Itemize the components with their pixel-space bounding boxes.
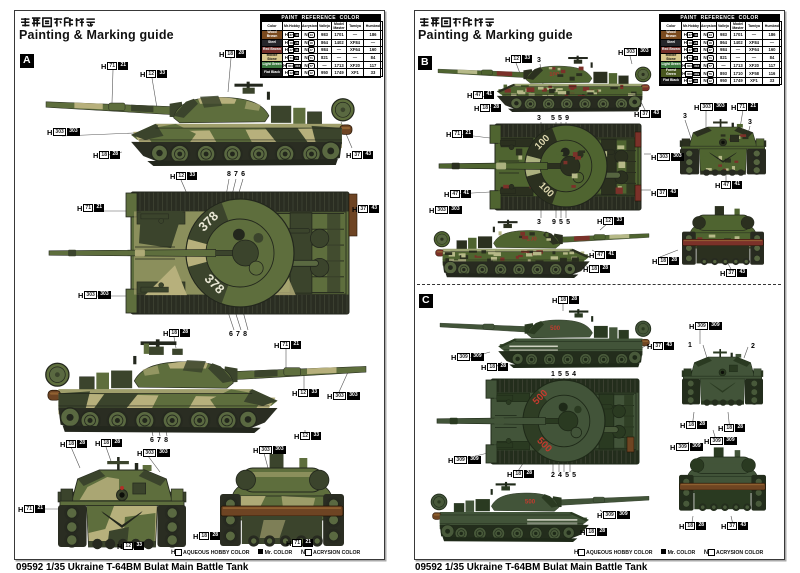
svg-text:100: 100 bbox=[527, 237, 538, 243]
svg-text:500: 500 bbox=[525, 498, 536, 505]
svg-text:100: 100 bbox=[549, 72, 559, 78]
svg-text:500: 500 bbox=[550, 326, 561, 332]
